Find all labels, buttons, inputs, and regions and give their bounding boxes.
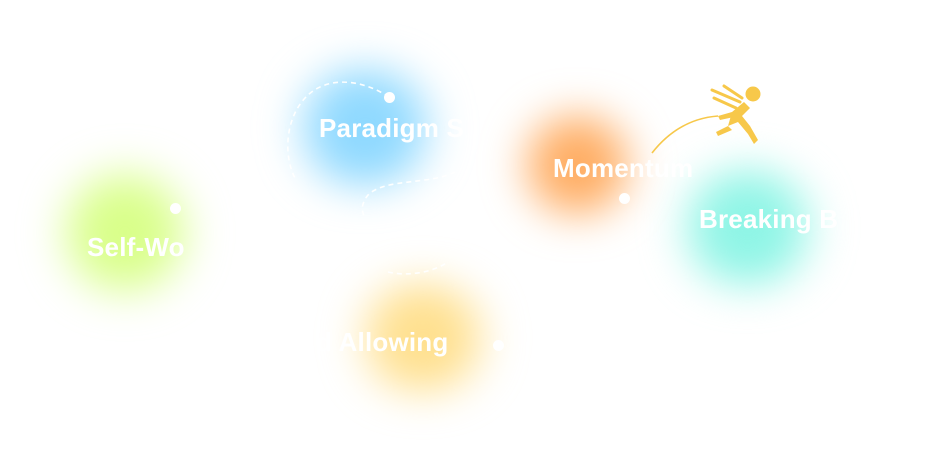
connector-paradigm-loop: [287, 81, 390, 179]
paradigm-shift-bubble: [285, 65, 445, 190]
self-worth-bubble: [55, 165, 195, 300]
path-dot: [384, 92, 395, 103]
momentum-label: Momentum: [553, 153, 694, 183]
breaking-label: Breaking B: [699, 204, 839, 234]
allowing-label: d Allowing: [316, 327, 449, 357]
breaking-bubble: [670, 165, 825, 290]
running-person-icon: [710, 84, 761, 144]
connector-allowing-top: [387, 261, 449, 275]
self-worth-label: Self-Wo: [87, 232, 185, 262]
connector-paradigm-to-allowing: [361, 171, 456, 219]
path-dot: [619, 193, 630, 204]
paradigm-shift-label: Paradigm S: [319, 113, 465, 143]
allowing-bubble: [348, 280, 498, 395]
runner-trail: [651, 115, 719, 154]
path-dot: [493, 340, 504, 351]
path-dot: [170, 203, 181, 214]
